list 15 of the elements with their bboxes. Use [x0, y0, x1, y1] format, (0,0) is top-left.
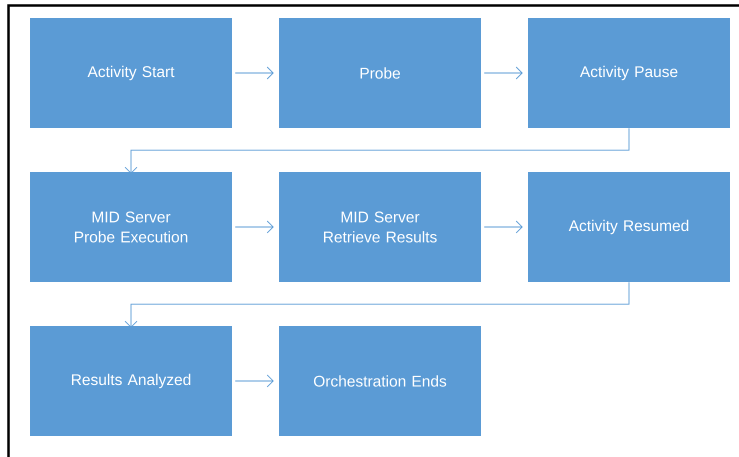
process-box: Activity Pause	[528, 18, 730, 128]
arrow	[484, 66, 523, 80]
arrow	[234, 220, 274, 234]
arrow	[124, 128, 630, 174]
process-box: Activity Resumed	[528, 172, 730, 282]
process-box: Activity Start	[30, 18, 232, 128]
arrow	[124, 282, 630, 328]
arrow	[234, 66, 274, 80]
arrow	[234, 374, 274, 388]
arrow	[484, 220, 523, 234]
process-box: Orchestration Ends	[279, 326, 481, 436]
process-box: Results Analyzed	[30, 326, 232, 436]
process-box: MID Server Probe Execution	[30, 172, 232, 282]
process-box: Probe	[279, 18, 481, 128]
process-box: MID Server Retrieve Results	[279, 172, 481, 282]
